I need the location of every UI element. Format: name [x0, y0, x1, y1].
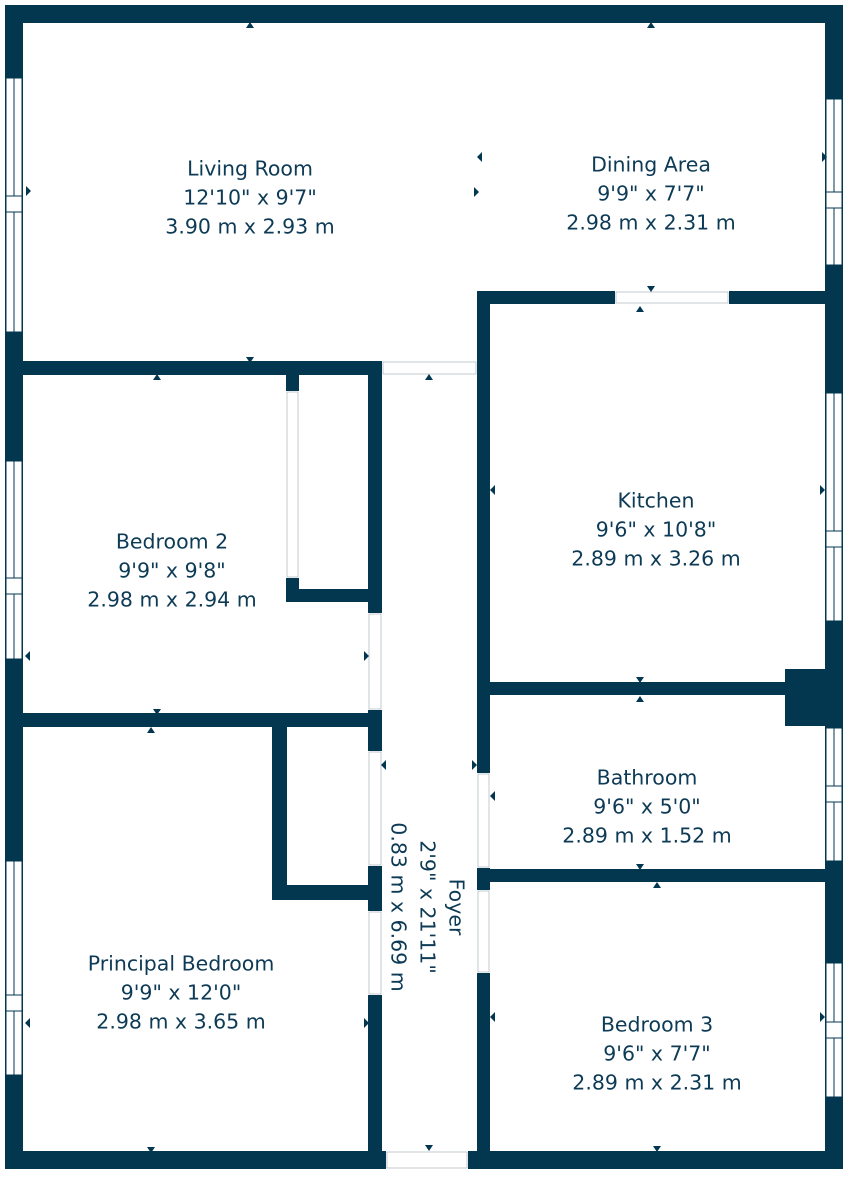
wall-outer-top: [5, 5, 843, 23]
opening-closet2: [286, 391, 299, 578]
room-label-dining-area: Dining Area 9'9" x 7'7" 2.98 m x 2.31 m: [566, 151, 735, 238]
room-name: Living Room: [187, 156, 313, 181]
wall-foyer-west-1: [368, 361, 382, 613]
room-size-imperial: 2'9" x 21'11": [415, 840, 440, 974]
room-size-imperial: 9'6" x 10'8": [595, 517, 717, 542]
room-name: Principal Bedroom: [87, 951, 275, 976]
room-size-metric: 3.90 m x 2.93 m: [165, 214, 335, 239]
room-name: Bedroom 2: [115, 529, 229, 554]
room-name: Bedroom 3: [600, 1012, 714, 1037]
room-label-bedroom-2: Bedroom 2 9'9" x 9'8" 2.98 m x 2.94 m: [87, 528, 256, 615]
door-principal: [368, 911, 382, 995]
wall-foyer-east-1: [477, 291, 490, 773]
wall-foyer-west-3: [368, 866, 382, 911]
door-bedroom3: [477, 890, 490, 973]
wall-foyer-west-2: [368, 710, 382, 751]
room-size-imperial: 9'9" x 7'7": [597, 181, 705, 206]
door-closet1: [368, 751, 382, 866]
opening-kitchen-top: [615, 291, 729, 304]
wall-closet1-left: [272, 713, 287, 900]
room-size-metric: 2.89 m x 3.26 m: [571, 546, 741, 571]
room-label-foyer: Foyer 2'9" x 21'11" 0.83 m x 6.69 m: [384, 822, 471, 991]
opening-foyer-top: [382, 361, 477, 375]
wall-living-bedroom2: [23, 361, 382, 375]
room-label-principal-bedroom: Principal Bedroom 9'9" x 12'0" 2.98 m x …: [88, 950, 275, 1037]
room-size-metric: 2.89 m x 1.52 m: [562, 823, 732, 848]
room-name: Bathroom: [596, 765, 698, 790]
room-size-imperial: 9'9" x 12'0": [120, 980, 242, 1005]
room-size-metric: 2.89 m x 2.31 m: [572, 1070, 742, 1095]
room-size-metric: 2.98 m x 2.31 m: [566, 210, 736, 235]
windows: [5, 77, 843, 1098]
room-name: Foyer: [444, 878, 469, 936]
dimension-markers: [25, 22, 827, 1153]
room-size-imperial: 9'9" x 9'8": [118, 558, 226, 583]
opening-foyer-bottom: [386, 1151, 468, 1169]
room-label-kitchen: Kitchen 9'6" x 10'8" 2.89 m x 3.26 m: [571, 487, 740, 574]
wall-kitchen-top-left: [477, 291, 615, 304]
wall-outer-bottom-right: [468, 1151, 843, 1169]
wall-closet1-bottom: [272, 885, 382, 900]
room-size-metric: 2.98 m x 3.65 m: [96, 1009, 266, 1034]
room-size-imperial: 12'10" x 9'7": [183, 185, 317, 210]
wall-closet2-bottom: [286, 589, 382, 602]
wall-kitchen-top-right: [729, 291, 843, 304]
room-size-metric: 2.98 m x 2.94 m: [87, 587, 257, 612]
wall-closet2-left-stub: [286, 361, 299, 391]
room-size-imperial: 9'6" x 7'7": [603, 1041, 711, 1066]
door-bathroom: [477, 773, 490, 868]
openings: [286, 291, 729, 1169]
wall-bedroom2-principal: [23, 713, 382, 727]
wall-foyer-east-3: [477, 973, 490, 1169]
wall-foyer-west-4: [368, 995, 382, 1169]
room-name: Kitchen: [617, 488, 695, 513]
room-size-metric: 0.83 m x 6.69 m: [386, 822, 411, 992]
wall-duct: [785, 669, 843, 726]
room-size-imperial: 9'6" x 5'0": [593, 794, 701, 819]
wall-kitchen-bathroom: [477, 682, 843, 695]
door-bedroom2: [368, 613, 382, 710]
room-label-bathroom: Bathroom 9'6" x 5'0" 2.89 m x 1.52 m: [562, 764, 731, 851]
room-name: Dining Area: [591, 152, 711, 177]
wall-outer-bottom-left: [5, 1151, 386, 1169]
room-label-living-room: Living Room 12'10" x 9'7" 3.90 m x 2.93 …: [165, 155, 334, 242]
room-label-bedroom-3: Bedroom 3 9'6" x 7'7" 2.89 m x 2.31 m: [572, 1011, 741, 1098]
wall-bathroom-bedroom3: [477, 869, 843, 882]
